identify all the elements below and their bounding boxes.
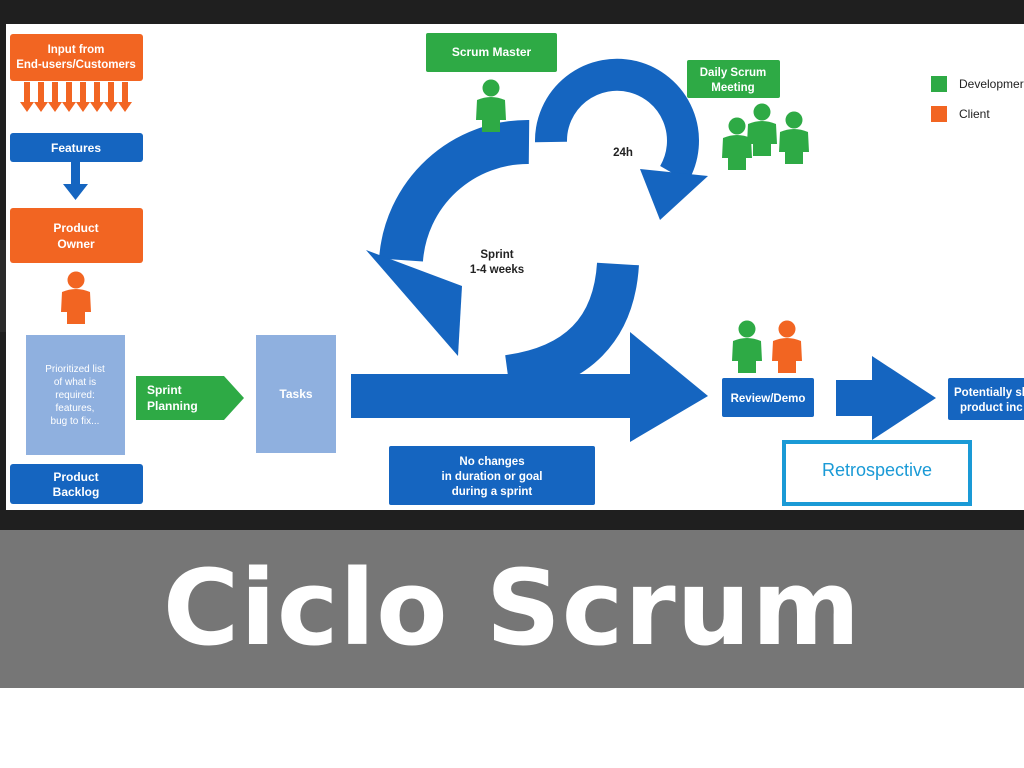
sprint-text-2: 1-4 weeks bbox=[470, 264, 524, 276]
product-backlog-text-1: Product bbox=[53, 470, 98, 484]
legend-client-text: Client bbox=[959, 107, 990, 121]
prioritized-text-2: of what is bbox=[54, 377, 96, 388]
frame-top bbox=[0, 0, 1024, 24]
title-band bbox=[0, 530, 1024, 688]
prioritized-text-5: bug to fix... bbox=[51, 416, 100, 427]
prioritized-text-3: required: bbox=[55, 390, 94, 401]
input-arrows bbox=[20, 82, 132, 112]
retrospective-box: Retrospective bbox=[782, 440, 972, 506]
potentially-text-2: product inc bbox=[960, 402, 1023, 414]
legend: Developmer Client bbox=[931, 76, 1024, 122]
cycle-arrowhead bbox=[366, 250, 462, 356]
product-owner-box: Product Owner bbox=[10, 208, 143, 263]
main-sprint-arrow bbox=[351, 332, 708, 442]
product-owner-text-1: Product bbox=[53, 221, 98, 235]
sprint-text-1: Sprint bbox=[480, 249, 513, 261]
sprint-planning-arrow: Sprint Planning bbox=[136, 376, 244, 420]
scrum-master-text: Scrum Master bbox=[452, 45, 532, 59]
slide-title: Ciclo Scrum bbox=[162, 547, 862, 669]
potentially-text-1: Potentially sh bbox=[954, 387, 1024, 399]
person-icon bbox=[779, 111, 809, 164]
review-demo-text: Review/Demo bbox=[731, 393, 806, 405]
scrum-diagram: Input from End-users/Customers Features bbox=[10, 33, 1024, 506]
no-changes-text-1: No changes bbox=[459, 456, 524, 468]
daily-loop-arrow-icon bbox=[534, 58, 699, 183]
label-24h: 24h bbox=[613, 147, 633, 159]
daily-scrum-text-2: Meeting bbox=[711, 82, 754, 94]
sprint-planning-text-2: Planning bbox=[147, 399, 198, 413]
tasks-text: Tasks bbox=[279, 387, 312, 401]
product-backlog-box: Product Backlog bbox=[10, 464, 143, 504]
legend-swatch-client bbox=[931, 106, 947, 122]
input-box: Input from End-users/Customers bbox=[10, 34, 143, 81]
input-text-2: End-users/Customers bbox=[16, 59, 136, 71]
sprint-cycle bbox=[351, 58, 708, 442]
cycle-lower-ring bbox=[504, 262, 639, 397]
arrow-right-icon bbox=[836, 356, 936, 440]
prioritized-text-4: features, bbox=[56, 403, 95, 414]
review-demo-box: Review/Demo bbox=[722, 378, 814, 417]
daily-scrum-text-1: Daily Scrum bbox=[700, 67, 766, 79]
prioritized-text-1: Prioritized list bbox=[45, 364, 105, 375]
tasks-box: Tasks bbox=[256, 335, 336, 453]
product-owner-text-2: Owner bbox=[57, 237, 95, 251]
retrospective-text: Retrospective bbox=[822, 460, 932, 480]
legend-swatch-development bbox=[931, 76, 947, 92]
no-changes-text-2: in duration or goal bbox=[442, 471, 543, 483]
diagram-canvas: Input from End-users/Customers Features bbox=[6, 24, 1024, 510]
no-changes-text-3: during a sprint bbox=[452, 486, 533, 498]
sprint-planning-text-1: Sprint bbox=[147, 383, 182, 397]
input-text-1: Input from bbox=[48, 44, 105, 56]
daily-scrum-box: Daily Scrum Meeting bbox=[687, 60, 780, 98]
features-box: Features bbox=[10, 133, 143, 162]
daily-loop-arrowhead bbox=[640, 169, 708, 220]
no-changes-box: No changes in duration or goal during a … bbox=[389, 446, 595, 505]
potentially-shippable-box: Potentially sh product inc bbox=[948, 378, 1024, 420]
cycle-arrow-icon bbox=[379, 119, 530, 263]
arrow-down-icon bbox=[63, 162, 88, 200]
person-icon bbox=[61, 271, 91, 324]
legend-development-text: Developmer bbox=[959, 77, 1024, 91]
person-icon bbox=[772, 320, 802, 373]
features-text: Features bbox=[51, 141, 101, 155]
product-backlog-text-2: Backlog bbox=[53, 485, 100, 499]
person-icon bbox=[732, 320, 762, 373]
scrum-master-box: Scrum Master bbox=[426, 33, 557, 72]
frame-bottom bbox=[0, 510, 1024, 530]
prioritized-list-box: Prioritized list of what is required: fe… bbox=[26, 335, 125, 455]
